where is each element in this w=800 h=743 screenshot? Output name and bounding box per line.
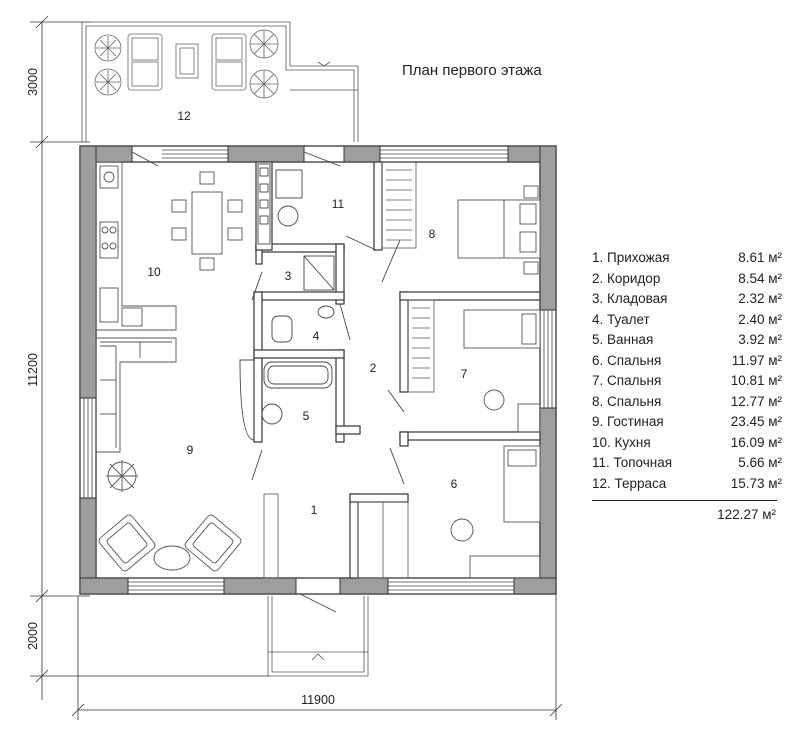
- room-name: 6. Спальня: [592, 352, 662, 368]
- room-row: 3. Кладовая 2.32 м²: [592, 289, 782, 310]
- room-number-7: 7: [461, 367, 468, 381]
- room-area-table: 1. Прихожая 8.61 м² 2. Коридор 8.54 м² 3. …: [592, 248, 782, 522]
- bathroom-fixtures: [239, 255, 335, 441]
- total-divider: [592, 500, 777, 501]
- kitchen-counter: [95, 161, 177, 331]
- room-area: 12.77 м²: [730, 393, 782, 409]
- room-row: 7. Спальня 10.81 м²: [592, 371, 782, 392]
- house-depth-label: 11200: [26, 353, 40, 387]
- room-area: 23.45 м²: [730, 414, 782, 429]
- dimension-lines: [30, 15, 563, 720]
- room-row: 10. Кухня 16.09 м²: [592, 433, 782, 454]
- porch: [267, 596, 369, 677]
- room-area: 11.97 м²: [731, 352, 782, 368]
- room-numbers: 12 11 10 8 3 4 2 7 5 9 6 1: [147, 109, 467, 517]
- room-area: 8.54 м²: [738, 270, 782, 286]
- beds: [457, 185, 541, 523]
- room-name: 9. Гостиная: [592, 414, 664, 429]
- room-name: 11. Топочная: [592, 455, 673, 470]
- room-number-8: 8: [429, 227, 436, 241]
- room-area: 5.66 м²: [738, 455, 782, 470]
- living-sofa: [95, 337, 177, 453]
- room-area: 3.92 м²: [738, 332, 782, 347]
- room-name: 2. Коридор: [592, 270, 661, 286]
- room-row: 1. Прихожая 8.61 м²: [592, 248, 782, 269]
- room-row: 12. Терраса 15.73 м²: [592, 474, 782, 495]
- room-name: 7. Спальня: [592, 373, 662, 388]
- terrace: [81, 21, 359, 142]
- room-number-6: 6: [451, 477, 458, 491]
- room-name: 8. Спальня: [592, 393, 662, 409]
- room-number-5: 5: [303, 409, 310, 423]
- room-name: 10. Кухня: [592, 434, 651, 450]
- room-row: 5. Ванная 3.92 м²: [592, 330, 782, 351]
- room-name: 12. Терраса: [592, 475, 667, 491]
- plan-title: План первого этажа: [402, 62, 542, 79]
- room-number-2: 2: [370, 361, 377, 375]
- room-area: 2.32 м²: [738, 291, 782, 306]
- wardrobes: [263, 161, 435, 579]
- room-number-10: 10: [147, 265, 161, 279]
- room-area: 2.40 м²: [738, 311, 782, 327]
- armchairs: [98, 460, 242, 572]
- room-name: 5. Ванная: [592, 332, 654, 347]
- windows: [83, 149, 553, 591]
- room-name: 3. Кладовая: [592, 291, 668, 306]
- room-number-12: 12: [177, 109, 191, 123]
- porch-depth-label: 2000: [26, 622, 40, 650]
- room-row: 11. Топочная 5.66 м²: [592, 453, 782, 474]
- room-row: 4. Туалет 2.40 м²: [592, 310, 782, 331]
- room-area: 8.61 м²: [738, 250, 782, 265]
- room-row: 8. Спальня 12.77 м²: [592, 392, 782, 413]
- room-name: 1. Прихожая: [592, 250, 670, 265]
- boiler-equipment: [257, 163, 303, 245]
- room-number-1: 1: [311, 503, 318, 517]
- wall-pillars: [79, 145, 557, 595]
- house-width-label: 11900: [301, 693, 335, 707]
- total-area: 122.27 м²: [717, 507, 776, 522]
- room-area: 16.09 м²: [730, 434, 782, 450]
- room-number-4: 4: [313, 329, 320, 343]
- room-number-11: 11: [332, 197, 345, 211]
- room-row: 9. Гостиная 23.45 м²: [592, 412, 782, 433]
- dining-table: [171, 171, 243, 271]
- terrace-depth-label: 3000: [26, 68, 40, 96]
- room-number-3: 3: [285, 269, 292, 283]
- terrace-furniture: [94, 29, 279, 99]
- room-area: 10.81 м²: [730, 373, 782, 388]
- room-name: 4. Туалет: [592, 311, 650, 327]
- doors: [131, 151, 405, 613]
- room-area: 15.73 м²: [730, 475, 782, 491]
- room-row: 6. Спальня 11.97 м²: [592, 351, 782, 372]
- room-number-9: 9: [187, 443, 194, 457]
- desks: [450, 389, 541, 579]
- room-row: 2. Коридор 8.54 м²: [592, 269, 782, 290]
